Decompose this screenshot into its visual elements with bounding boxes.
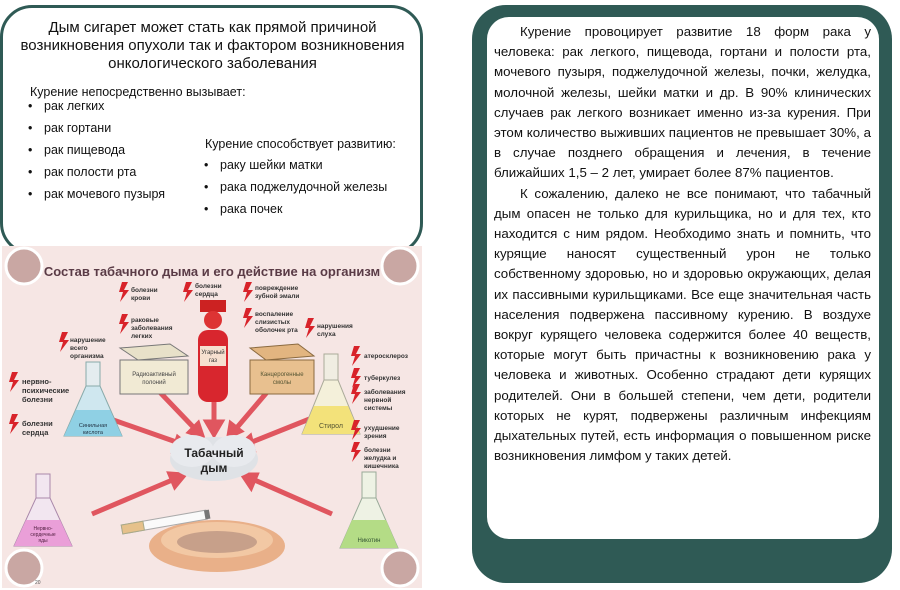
effect-label: болезни [22,395,53,404]
corner-circle [4,246,44,286]
right-info-text: Курение провоцирует развитие 18 форм рак… [494,22,871,466]
carbon-monoxide-cylinder: Угарный газ [198,300,228,402]
list-item: рак полости рта [28,161,165,183]
svg-text:Канцерогенные: Канцерогенные [260,372,304,378]
effect-label: слуха [317,331,336,338]
effect-label: слизистых [255,319,290,326]
hydrocyanic-acid-flask: Синильная кислота [63,361,123,437]
effect-label: ухудшение [364,425,400,432]
corner-circle [4,548,44,588]
bolt-icons [9,282,361,462]
effect-label: нарушения [317,323,353,330]
right-info-panel [487,17,879,539]
effect-label: психические [22,386,69,395]
list-item: рак пищевода [28,139,165,161]
svg-text:газ: газ [209,358,217,364]
list-item: рак гортани [28,117,165,139]
corner-circle [380,246,420,286]
svg-text:смолы: смолы [273,380,291,386]
effect-label: раковые [131,317,159,324]
effect-label: заболевания [364,388,406,396]
paragraph: Курение провоцирует развитие 18 форм рак… [494,24,871,181]
contributes-list: раку шейки матки рака поджелудочной желе… [204,154,387,220]
svg-text:Стирол: Стирол [319,423,343,430]
tar-box: Канцерогенные смолы [248,343,316,395]
paragraph: К сожалению, далеко не все понимают, что… [494,185,871,464]
effect-label: зрения [364,433,387,440]
effect-label: системы [364,405,393,412]
effect-label: оболочек рта [255,326,298,334]
cigarette-icon [120,509,211,535]
poster-title: Состав табачного дыма и его действие на … [44,264,380,279]
effect-label: зубной эмали [255,292,299,300]
list-item: рак легких [28,95,165,117]
left-card-title: Дым сигарет может стать как прямой причи… [20,19,405,72]
cardiac-poison-flask: Нервно- сердечные яды [13,473,73,547]
effect-label: легких [131,333,153,340]
svg-text:Синильная: Синильная [79,423,107,429]
effect-label: кишечника [364,463,399,470]
svg-text:полоний: полоний [142,379,165,386]
list-item: рак мочевого пузыря [28,183,165,205]
effect-label: воспаление [255,311,294,318]
svg-text:Радиоактивный: Радиоактивный [132,371,176,378]
effect-label: повреждение [255,285,299,292]
effect-label: атеросклероз [364,353,409,360]
tobacco-smoke-poster: Состав табачного дыма и его действие на … [2,246,422,588]
page-mark: 20 [35,580,41,586]
effect-label: заболевания [131,324,173,332]
effect-label: болезни [22,419,53,428]
effect-label: организма [70,353,104,360]
list-item: рака почек [204,198,387,220]
list-item: раку шейки матки [204,154,387,176]
contributes-label: Курение способствует развитию: [205,137,396,151]
effect-label: сердца [22,428,49,437]
effect-label: болезни [131,286,158,294]
svg-text:Никотин: Никотин [358,538,381,544]
ashtray [149,520,285,572]
smoke-cloud: Табачный дым [170,435,258,481]
svg-text:сердечные: сердечные [30,532,55,538]
styrene-flask: Стирол [301,353,361,435]
polonium-box: Радиоактивный полоний [118,343,190,395]
effect-label: крови [131,295,150,302]
effect-label: всего [70,345,88,352]
list-item: рака поджелудочной железы [204,176,387,198]
effect-label: нарушение [70,337,106,344]
effect-label: нервной [364,396,391,404]
svg-text:кислота: кислота [83,430,104,436]
svg-text:Нервно-: Нервно- [33,526,52,532]
effect-label: нервно- [22,377,52,386]
effect-label: болезни [195,282,222,290]
effect-label: туберкулез [364,374,401,382]
center-label-line2: дым [201,461,228,475]
svg-text:яды: яды [38,538,48,544]
center-label-line1: Табачный [184,446,243,460]
effect-label: желудка и [363,455,396,462]
effect-label: болезни [364,446,391,454]
effect-label: сердца [195,291,218,298]
corner-circle [380,548,420,588]
svg-text:Угарный: Угарный [201,349,224,356]
nicotine-flask: Никотин [339,471,399,549]
direct-causes-list: рак легких рак гортани рак пищевода рак … [28,95,165,205]
